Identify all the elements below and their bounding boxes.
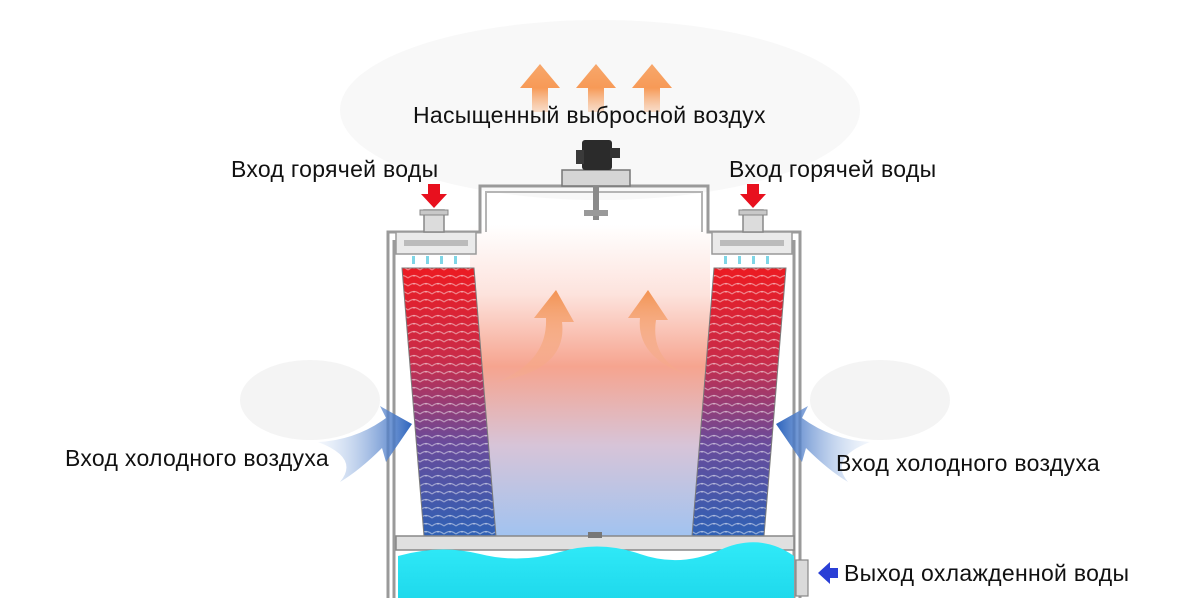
air-swirl-arrow-icon <box>776 406 870 482</box>
down-arrow-icon <box>421 184 447 208</box>
air-swirl-arrow-icon <box>496 290 574 382</box>
hot-water-inlet-left <box>419 209 449 233</box>
interior-air <box>470 225 710 540</box>
air-swirl-arrow-icon <box>318 406 412 482</box>
up-arrow-icon <box>632 64 672 112</box>
up-arrow-icon <box>576 64 616 112</box>
air-swirl-arrow-icon <box>628 290 690 376</box>
fill-pack-left <box>401 267 497 537</box>
water-basin <box>398 542 794 598</box>
cold-air-inlet-left-label: Вход холодного воздуха <box>65 445 329 471</box>
cooled-water-outlet-label: Выход охлажденной воды <box>844 560 1130 586</box>
fan-motor-icon <box>561 140 631 220</box>
water-spray <box>412 256 769 264</box>
hot-water-inlet-left-label: Вход горячей воды <box>231 156 439 182</box>
left-arrow-icon <box>818 562 838 584</box>
nozzles <box>404 240 784 246</box>
haze <box>240 360 380 440</box>
haze <box>810 360 950 440</box>
fill-pack-right <box>691 267 787 537</box>
up-arrow-icon <box>520 64 560 112</box>
basin-fitting <box>588 532 602 538</box>
hot-water-inlet-right <box>738 209 768 233</box>
exhaust-air-label: Насыщенный выбросной воздух <box>413 102 766 128</box>
hot-water-inlet-right-label: Вход горячей воды <box>729 156 937 182</box>
down-arrow-icon <box>740 184 766 208</box>
outlet-pipe <box>795 559 809 597</box>
cold-air-inlet-right-label: Вход холодного воздуха <box>836 450 1100 476</box>
